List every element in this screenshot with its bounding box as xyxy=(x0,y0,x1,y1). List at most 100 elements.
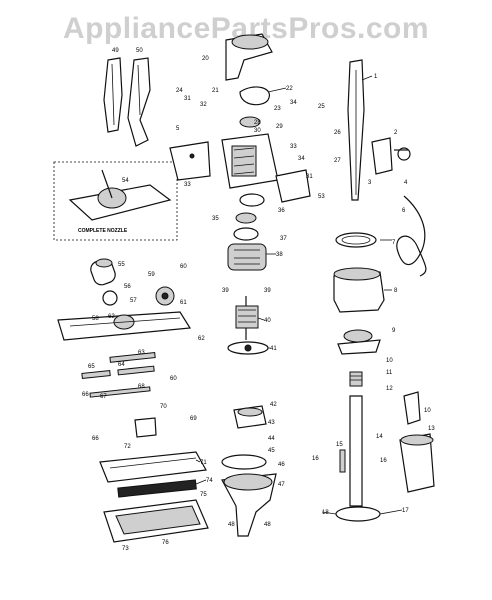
part-label-3: 3 xyxy=(368,180,372,186)
part-label-61: 61 xyxy=(180,300,187,306)
part-label-59: 59 xyxy=(148,272,155,278)
part-label-14: 14 xyxy=(376,434,383,440)
handle-top-22 xyxy=(225,33,273,81)
clip-10 xyxy=(403,391,421,425)
armature-40 xyxy=(235,296,259,340)
part-label-24: 24 xyxy=(176,88,183,94)
motor-housing-30 xyxy=(221,116,279,189)
part-label-60a: 60 xyxy=(180,264,187,270)
handle-grip-50 xyxy=(127,57,151,147)
part-label-18: 18 xyxy=(322,510,329,516)
rear-bag-11 xyxy=(399,433,435,493)
base-plate-75 xyxy=(103,499,209,543)
part-label-11: 11 xyxy=(386,370,393,376)
part-label-48b: 48 xyxy=(264,522,271,528)
part-label-13: 13 xyxy=(428,426,435,432)
part-label-36: 36 xyxy=(278,208,285,214)
cord-hook-23 xyxy=(239,86,271,106)
part-label-1: 1 xyxy=(374,74,378,80)
part-label-55: 55 xyxy=(118,262,125,268)
part-label-10b: 10 xyxy=(424,408,431,414)
switch-cover-33 xyxy=(169,141,211,181)
part-label-17: 17 xyxy=(402,508,409,514)
part-label-2: 2 xyxy=(394,130,398,136)
part-label-62b: 62 xyxy=(198,336,205,342)
part-label-23: 23 xyxy=(274,106,281,112)
part-number-labels: 49 50 54 20 22 21 24 31 32 23 5 28 30 34… xyxy=(82,48,435,552)
part-label-25: 25 xyxy=(318,104,325,110)
knob-59 xyxy=(155,286,175,306)
spring-13 xyxy=(349,371,363,387)
part-label-39b: 39 xyxy=(264,288,271,294)
part-label-9: 9 xyxy=(392,328,396,334)
inset-caption: COMPLETE NOZZLE xyxy=(78,228,128,234)
switch-parts-2-3 xyxy=(371,137,411,175)
bottom-plate-71 xyxy=(99,451,207,483)
air-duct-47 xyxy=(221,473,277,537)
part-label-69: 69 xyxy=(190,416,197,422)
part-label-47: 47 xyxy=(278,482,285,488)
part-label-43: 43 xyxy=(268,420,275,426)
brush-roll-74 xyxy=(117,479,197,498)
part-label-40: 40 xyxy=(264,318,271,324)
part-label-38: 38 xyxy=(276,252,283,258)
part-label-76: 76 xyxy=(162,540,169,546)
part-label-70: 70 xyxy=(160,404,167,410)
part-label-44: 44 xyxy=(268,436,275,442)
complete-nozzle-inset: COMPLETE NOZZLE xyxy=(53,161,178,241)
belt-ring-18 xyxy=(335,506,381,522)
part-label-67: 67 xyxy=(100,394,107,400)
belt-46 xyxy=(221,454,267,470)
part-label-72: 72 xyxy=(124,444,131,450)
cord-7 xyxy=(396,195,427,277)
part-label-5-small: 5 xyxy=(176,126,180,132)
bag-adapter-9 xyxy=(337,329,381,355)
part-label-22: 22 xyxy=(286,86,293,92)
bag-ring-5 xyxy=(335,232,377,248)
part-label-65: 65 xyxy=(88,364,95,370)
part-label-60b: 60 xyxy=(170,376,177,382)
part-label-75: 75 xyxy=(200,492,207,498)
part-label-64: 64 xyxy=(118,362,125,368)
part-label-16b: 16 xyxy=(380,458,387,464)
part-label-37: 37 xyxy=(280,236,287,242)
upper-handle-1 xyxy=(347,59,365,201)
part-label-15: 15 xyxy=(336,442,343,448)
part-label-46: 46 xyxy=(278,462,285,468)
part-label-34b: 34 xyxy=(298,156,305,162)
part-label-56: 56 xyxy=(124,284,131,290)
part-label-12: 12 xyxy=(386,386,393,392)
cover-53 xyxy=(275,169,311,203)
part-label-66b: 66 xyxy=(92,436,99,442)
part-label-4: 4 xyxy=(404,180,408,186)
part-label-16a: 16 xyxy=(312,456,319,462)
fan-43 xyxy=(233,405,267,429)
dust-bag-8 xyxy=(333,267,385,313)
lower-tube-14 xyxy=(349,395,363,507)
part-label-71: 71 xyxy=(200,460,207,466)
part-label-28: 28 xyxy=(254,120,261,126)
part-label-48a: 48 xyxy=(228,522,235,528)
part-label-8: 8 xyxy=(394,288,398,294)
part-label-58: 58 xyxy=(92,316,99,322)
part-label-26: 26 xyxy=(334,130,341,136)
part-label-33b: 33 xyxy=(184,182,191,188)
fan-assembly-35 xyxy=(233,193,265,241)
part-label-27: 27 xyxy=(334,158,341,164)
part-label-50: 50 xyxy=(136,48,143,54)
part-label-21: 21 xyxy=(212,88,219,94)
part-label-10a: 10 xyxy=(386,358,393,364)
screw-16 xyxy=(339,449,346,473)
part-label-53: 53 xyxy=(318,194,325,200)
wheel-56 xyxy=(102,290,118,306)
part-label-7: 7 xyxy=(392,240,396,246)
part-label-63: 63 xyxy=(138,350,145,356)
part-label-54: 54 xyxy=(122,178,129,184)
part-label-32: 32 xyxy=(200,102,207,108)
part-label-57: 57 xyxy=(130,298,137,304)
brush-strips-63-64 xyxy=(81,352,156,398)
part-label-35: 35 xyxy=(212,216,219,222)
fan-plate-41 xyxy=(227,341,269,355)
nozzle-neck-55 xyxy=(90,258,116,286)
